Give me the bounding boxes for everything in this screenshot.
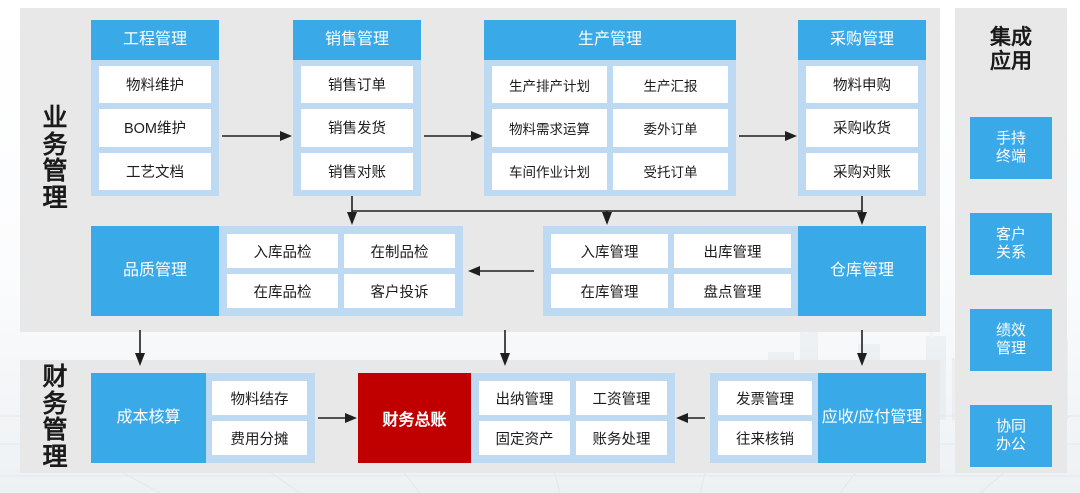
menu-item[interactable]: 物料申购 — [806, 66, 918, 104]
card-title-warehouse: 仓库管理 — [798, 226, 926, 316]
label-char: 管 — [42, 157, 68, 185]
card-title-quality: 品质管理 — [91, 226, 219, 316]
arrow-cost-to-ledger — [318, 413, 357, 423]
card-title-production: 生产管理 — [484, 20, 736, 60]
card-sales-management[interactable]: 销售管理 销售订单 销售发货 销售对账 — [293, 20, 421, 196]
card-body-receivable-payable: 发票管理 往来核销 — [718, 381, 812, 455]
menu-item[interactable]: 生产汇报 — [613, 66, 728, 104]
menu-item[interactable]: 物料维护 — [99, 66, 211, 104]
menu-item[interactable]: 账务处理 — [576, 421, 667, 455]
card-body-sales: 销售订单 销售发货 销售对账 — [301, 66, 413, 190]
menu-item[interactable]: 物料需求运算 — [492, 109, 607, 147]
card-production-management[interactable]: 生产管理 生产排产计划 生产汇报 物料需求运算 委外订单 车间作业计划 受托订单 — [484, 20, 736, 196]
btn-line: 绩效 — [995, 322, 1026, 340]
menu-item[interactable]: 在库品检 — [227, 274, 338, 308]
menu-item[interactable]: 入库品检 — [227, 234, 338, 268]
card-body-engineering: 物料维护 BOM维护 工艺文档 — [99, 66, 211, 190]
card-purchasing-management[interactable]: 采购管理 物料申购 采购收货 采购对账 — [798, 20, 926, 196]
menu-item[interactable]: 入库管理 — [551, 234, 668, 268]
menu-item[interactable]: 出纳管理 — [479, 381, 570, 415]
arrow-payable-to-finance-modules — [676, 413, 705, 423]
btn-line: 管理 — [995, 340, 1026, 357]
card-body-production: 生产排产计划 生产汇报 物料需求运算 委外订单 车间作业计划 受托订单 — [492, 66, 728, 190]
arrow-purchasing-to-payable — [857, 330, 867, 366]
card-cost-accounting[interactable]: 成本核算 物料结存 费用分摊 — [91, 373, 315, 463]
rail-button-performance-management[interactable]: 绩效 管理 — [970, 309, 1052, 371]
label-char: 财 — [42, 363, 68, 391]
card-body-cost-accounting: 物料结存 费用分摊 — [212, 381, 307, 455]
menu-item[interactable]: 费用分摊 — [212, 421, 307, 455]
title-line: 集成 — [990, 26, 1032, 49]
btn-line: 办公 — [995, 436, 1026, 453]
label-char: 理 — [42, 442, 68, 471]
card-title-receivable-payable: 应收/应付管理 — [818, 373, 926, 463]
menu-item[interactable]: 物料结存 — [212, 381, 307, 415]
card-title-engineering: 工程管理 — [91, 20, 219, 60]
menu-item[interactable]: 采购收货 — [806, 109, 918, 147]
card-finance-modules[interactable]: 出纳管理 工资管理 固定资产 账务处理 — [471, 373, 675, 463]
finance-management-label: 财 务 管 理 — [32, 364, 78, 470]
btn-line: 客户 — [995, 226, 1026, 244]
menu-item[interactable]: 盘点管理 — [674, 274, 791, 308]
card-title-cost-accounting: 成本核算 — [91, 373, 206, 463]
arrow-quality-to-cost — [135, 330, 145, 366]
card-quality-management[interactable]: 品质管理 入库品检 在制品检 在库品检 客户投诉 — [91, 226, 463, 316]
menu-item[interactable]: 固定资产 — [479, 421, 570, 455]
label-char: 业 — [42, 104, 68, 132]
menu-item[interactable]: 销售对账 — [301, 152, 413, 190]
menu-item[interactable]: 在制品检 — [344, 234, 455, 268]
label-char: 务 — [42, 130, 68, 159]
card-body-quality: 入库品检 在制品检 在库品检 客户投诉 — [227, 234, 455, 308]
btn-line: 终端 — [995, 148, 1026, 165]
card-title-purchasing: 采购管理 — [798, 20, 926, 60]
menu-item[interactable]: 车间作业计划 — [492, 152, 607, 190]
arrow-sales-to-production — [424, 131, 483, 141]
menu-item[interactable]: 往来核销 — [718, 421, 812, 455]
menu-item[interactable]: 销售发货 — [301, 109, 413, 147]
menu-item[interactable]: 生产排产计划 — [492, 66, 607, 104]
arrow-production-to-purchasing — [739, 131, 797, 141]
menu-item[interactable]: 委外订单 — [613, 109, 728, 147]
card-body-finance-modules: 出纳管理 工资管理 固定资产 账务处理 — [479, 381, 667, 455]
menu-item[interactable]: 工资管理 — [576, 381, 667, 415]
bus-row1-to-row2 — [347, 196, 867, 225]
rail-button-collaborative-office[interactable]: 协同 办公 — [970, 405, 1052, 467]
arrow-engineering-to-sales — [222, 131, 292, 141]
rail-button-handheld-terminal[interactable]: 手持 终端 — [970, 117, 1052, 179]
menu-item[interactable]: BOM维护 — [99, 109, 211, 147]
title-line: 应用 — [990, 49, 1032, 73]
menu-item[interactable]: 工艺文档 — [99, 152, 211, 190]
menu-item[interactable]: 在库管理 — [551, 274, 668, 308]
label-char: 务 — [42, 389, 68, 418]
arrow-warehouse-to-finance — [500, 330, 510, 366]
btn-line: 关系 — [995, 244, 1026, 261]
general-ledger-block[interactable]: 财务总账 — [358, 373, 471, 463]
label-char: 管 — [42, 416, 68, 444]
card-body-warehouse: 入库管理 出库管理 在库管理 盘点管理 — [551, 234, 791, 308]
card-title-sales: 销售管理 — [293, 20, 421, 60]
card-engineering-management[interactable]: 工程管理 物料维护 BOM维护 工艺文档 — [91, 20, 219, 196]
business-management-label: 业 务 管 理 — [32, 105, 78, 211]
btn-line: 手持 — [995, 130, 1026, 148]
card-receivable-payable[interactable]: 应收/应付管理 发票管理 往来核销 — [710, 373, 926, 463]
menu-item[interactable]: 客户投诉 — [344, 274, 455, 308]
label-char: 理 — [42, 183, 68, 212]
arrow-warehouse-to-quality — [468, 266, 534, 276]
integrated-apps-title: 集成 应用 — [955, 26, 1067, 73]
menu-item[interactable]: 销售订单 — [301, 66, 413, 104]
card-body-purchasing: 物料申购 采购收货 采购对账 — [806, 66, 918, 190]
card-warehouse-management[interactable]: 仓库管理 入库管理 出库管理 在库管理 盘点管理 — [543, 226, 926, 316]
rail-button-customer-relationship[interactable]: 客户 关系 — [970, 213, 1052, 275]
menu-item[interactable]: 发票管理 — [718, 381, 812, 415]
menu-item[interactable]: 出库管理 — [674, 234, 791, 268]
menu-item[interactable]: 采购对账 — [806, 152, 918, 190]
menu-item[interactable]: 受托订单 — [613, 152, 728, 190]
btn-line: 协同 — [995, 418, 1026, 436]
